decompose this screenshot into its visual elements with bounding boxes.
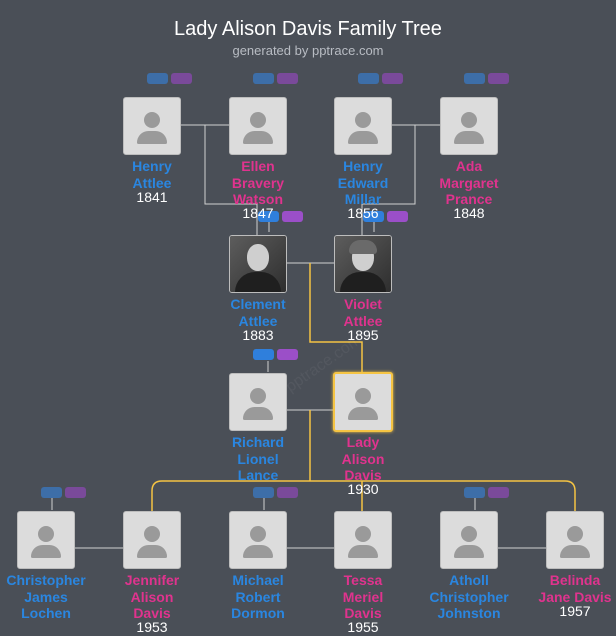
expand-mother-button[interactable] — [171, 73, 192, 84]
person-photo[interactable] — [229, 235, 287, 293]
person-placeholder-icon[interactable] — [440, 97, 498, 155]
expand-father-button[interactable] — [253, 349, 274, 360]
expand-mother-button[interactable] — [488, 487, 509, 498]
link-descent-clement — [204, 125, 258, 236]
person-name[interactable]: Lady Alison Davis — [341, 434, 385, 483]
expand-mother-button[interactable] — [277, 349, 298, 360]
person-placeholder-icon[interactable] — [229, 373, 287, 431]
person-name[interactable]: Clement Attlee — [230, 296, 286, 329]
page-title: Lady Alison Davis Family Tree — [174, 18, 442, 40]
person-placeholder-icon[interactable] — [229, 97, 287, 155]
expand-spouses-button[interactable] — [387, 211, 408, 222]
expand-spouses-button[interactable] — [282, 211, 303, 222]
person-placeholder-icon[interactable] — [334, 511, 392, 569]
expand-mother-button[interactable] — [382, 73, 403, 84]
expand-father-button[interactable] — [464, 487, 485, 498]
link-children-bus — [151, 480, 576, 511]
person-placeholder-icon[interactable] — [546, 511, 604, 569]
person-birth-year: 1895 — [347, 327, 379, 343]
person-name[interactable]: Henry Edward Millar — [337, 158, 389, 207]
person-placeholder-icon[interactable] — [123, 511, 181, 569]
person-birth-year: 1953 — [136, 619, 168, 635]
person-birth-year: 1930 — [347, 481, 379, 497]
person-name[interactable]: Violet Attlee — [343, 296, 383, 329]
person-placeholder-icon[interactable] — [334, 97, 392, 155]
person-name[interactable]: Belinda Jane Davis — [538, 572, 612, 605]
page-subtitle: generated by pptrace.com — [232, 43, 384, 58]
expand-mother-button[interactable] — [277, 487, 298, 498]
person-name[interactable]: Henry Attlee — [132, 158, 172, 191]
person-birth-year: 1847 — [242, 205, 274, 221]
person-birth-year: 1856 — [347, 205, 379, 221]
expand-father-button[interactable] — [41, 487, 62, 498]
person-birth-year: 1957 — [559, 603, 591, 619]
person-birth-year: 1955 — [347, 619, 379, 635]
person-birth-year: 1883 — [242, 327, 274, 343]
person-name[interactable]: Tessa Meriel Davis — [342, 572, 384, 621]
person-photo[interactable] — [334, 235, 392, 293]
link-descent-violet — [361, 125, 416, 236]
expand-mother-button[interactable] — [488, 73, 509, 84]
person-placeholder-icon[interactable] — [333, 372, 393, 432]
person-placeholder-icon[interactable] — [440, 511, 498, 569]
expand-father-button[interactable] — [147, 73, 168, 84]
person-name[interactable]: Ada Margaret Prance — [439, 158, 499, 207]
person-name[interactable]: Michael Robert Dormon — [231, 572, 285, 621]
person-name[interactable]: Jennifer Alison Davis — [124, 572, 180, 621]
expand-mother-button[interactable] — [277, 73, 298, 84]
expand-mother-button[interactable] — [65, 487, 86, 498]
link-descent-alison — [309, 263, 363, 373]
person-name[interactable]: Ellen Bravery Watson — [231, 158, 285, 207]
person-placeholder-icon[interactable] — [17, 511, 75, 569]
expand-father-button[interactable] — [253, 73, 274, 84]
expand-siblings-button[interactable] — [258, 211, 279, 222]
person-name[interactable]: Christopher James Lochen — [6, 572, 86, 621]
person-name[interactable]: Atholl Christopher Johnston — [429, 572, 509, 621]
person-birth-year: 1848 — [453, 205, 485, 221]
expand-siblings-button[interactable] — [363, 211, 384, 222]
person-placeholder-icon[interactable] — [229, 511, 287, 569]
person-placeholder-icon[interactable] — [123, 97, 181, 155]
expand-father-button[interactable] — [464, 73, 485, 84]
expand-father-button[interactable] — [358, 73, 379, 84]
person-name[interactable]: Richard Lionel Lance — [231, 434, 285, 483]
person-birth-year: 1841 — [136, 189, 168, 205]
expand-father-button[interactable] — [253, 487, 274, 498]
